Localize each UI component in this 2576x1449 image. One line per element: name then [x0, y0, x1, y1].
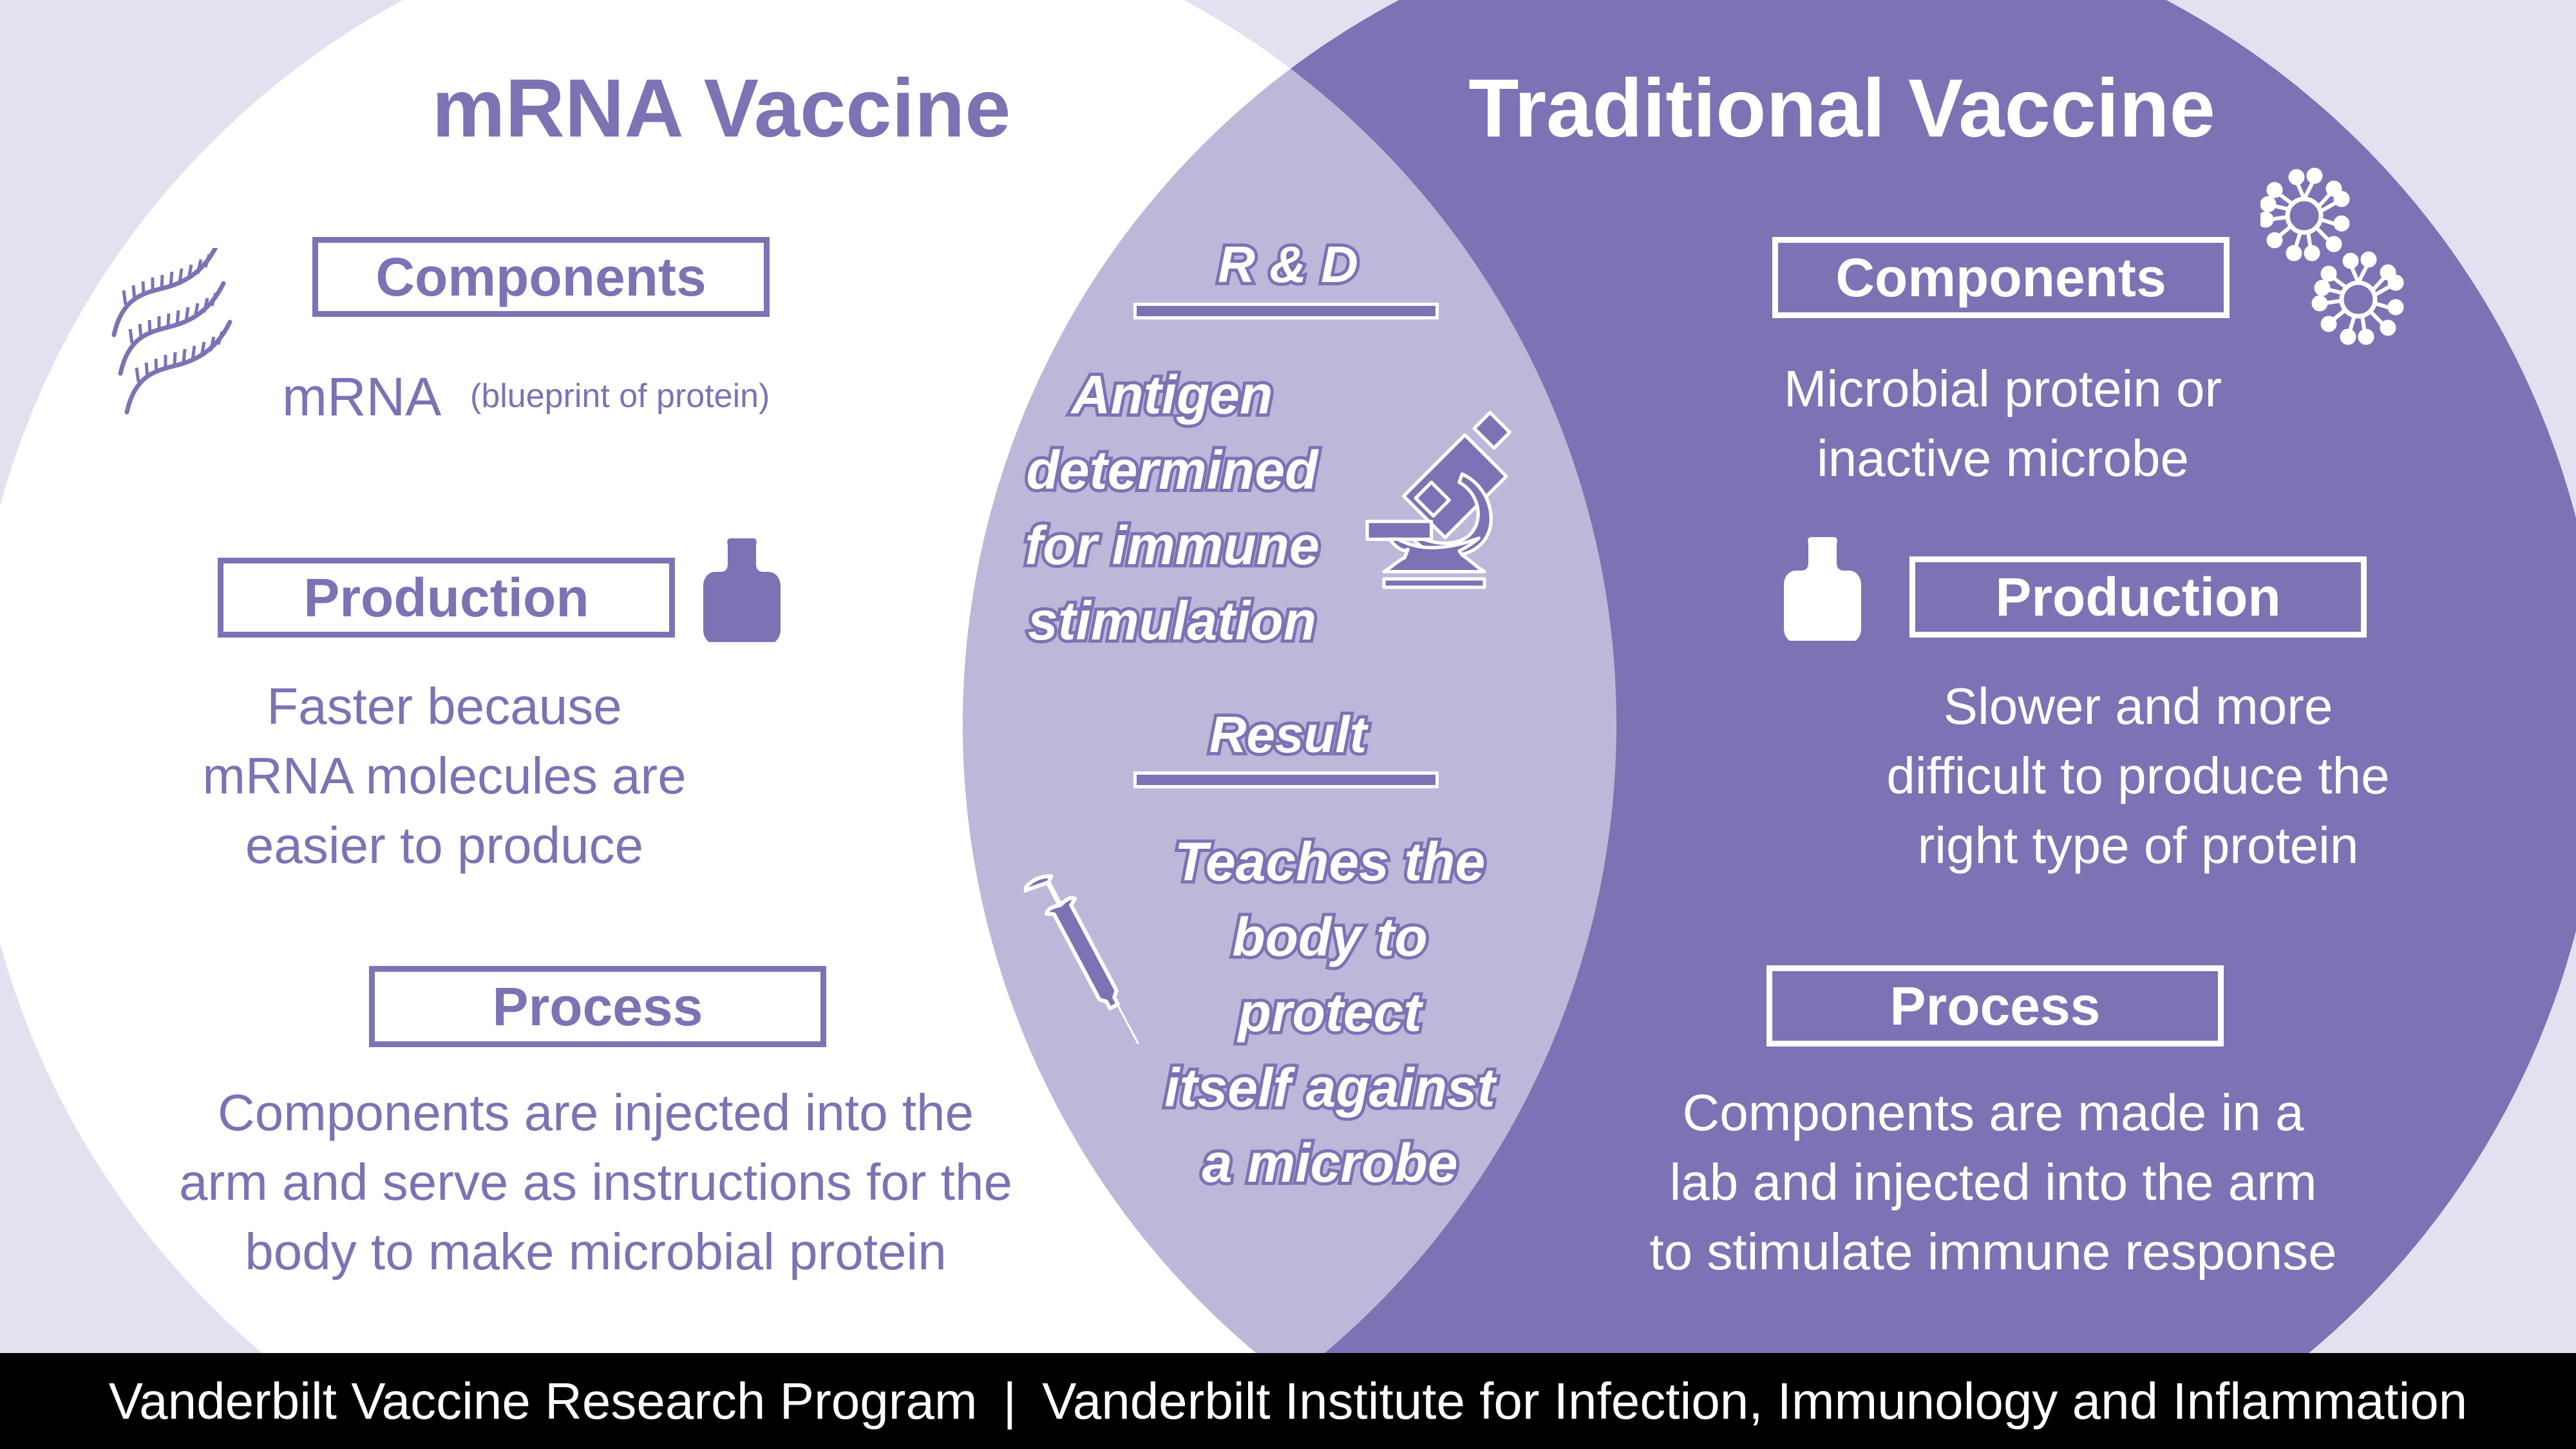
- result-heading: Result: [1206, 703, 1370, 766]
- line: protect: [1235, 979, 1425, 1046]
- mrna-strands-icon: [111, 248, 232, 415]
- line: determined: [1023, 437, 1321, 504]
- microscope-icon: [1365, 411, 1511, 589]
- rd-underline: [1133, 303, 1439, 319]
- line: right type of protein: [1917, 817, 2359, 874]
- virus-icon: [2260, 167, 2404, 345]
- right-process-heading: Process: [1766, 965, 2224, 1046]
- footer-bar: Vanderbilt Vaccine Research Program | Va…: [0, 1353, 2576, 1449]
- line: difficult to produce the: [1886, 747, 2390, 804]
- result-underline: [1133, 772, 1439, 788]
- line: Components are injected into the: [217, 1084, 974, 1141]
- right-components-heading: Components: [1772, 237, 2230, 318]
- left-components-heading: Components: [312, 237, 770, 317]
- line: stimulation: [1025, 587, 1320, 654]
- left-components-main: mRNA: [282, 366, 442, 427]
- syringe-icon: [1024, 874, 1139, 1045]
- rd-heading: R & D: [1215, 232, 1361, 296]
- line: Antigen: [1068, 361, 1276, 428]
- right-components-text: Microbial protein or inactive microbe: [1681, 354, 2325, 493]
- line: Components are made in a: [1682, 1084, 2304, 1141]
- right-production-heading: Production: [1909, 556, 2367, 638]
- line: easier to produce: [245, 817, 644, 874]
- rd-text: Antigen determined for immune stimulatio…: [985, 357, 1359, 659]
- left-production-heading: Production: [218, 558, 675, 638]
- line: inactive microbe: [1816, 430, 2189, 487]
- line: itself against: [1161, 1054, 1498, 1121]
- line: body to: [1229, 904, 1430, 971]
- line: mRNA molecules are: [202, 747, 687, 804]
- left-process-heading: Process: [369, 966, 826, 1047]
- line: to stimulate immune response: [1649, 1223, 2337, 1280]
- line: Slower and more: [1943, 677, 2333, 735]
- line: arm and serve as instructions for the: [179, 1153, 1012, 1211]
- right-title: Traditional Vaccine: [1468, 62, 2215, 155]
- line: for immune: [1021, 512, 1322, 579]
- line: Faster because: [267, 677, 622, 735]
- line: Microbial protein or: [1783, 360, 2222, 417]
- left-process-text: Components are injected into the arm and…: [113, 1078, 1079, 1287]
- line: lab and injected into the arm: [1669, 1153, 2317, 1211]
- line: Teaches the: [1171, 828, 1488, 895]
- line: body to make microbial protein: [245, 1223, 947, 1280]
- vial-icon: [703, 538, 781, 642]
- vial-icon: [1784, 537, 1861, 641]
- right-production-text: Slower and more difficult to produce the…: [1816, 672, 2460, 880]
- footer-separator: |: [1003, 1372, 1017, 1430]
- line: a microbe: [1199, 1130, 1461, 1197]
- left-production-text: Faster because mRNA molecules are easier…: [122, 672, 766, 880]
- left-components-note: (blueprint of protein): [470, 377, 770, 415]
- footer-institute: Vanderbilt Institute for Infection, Immu…: [1042, 1372, 2468, 1430]
- result-text: Teaches the body to protect itself again…: [1133, 824, 1526, 1201]
- right-process-text: Components are made in a lab and injecte…: [1575, 1078, 2412, 1287]
- footer-program: Vanderbilt Vaccine Research Program: [108, 1372, 978, 1430]
- left-title: mRNA Vaccine: [431, 62, 1011, 155]
